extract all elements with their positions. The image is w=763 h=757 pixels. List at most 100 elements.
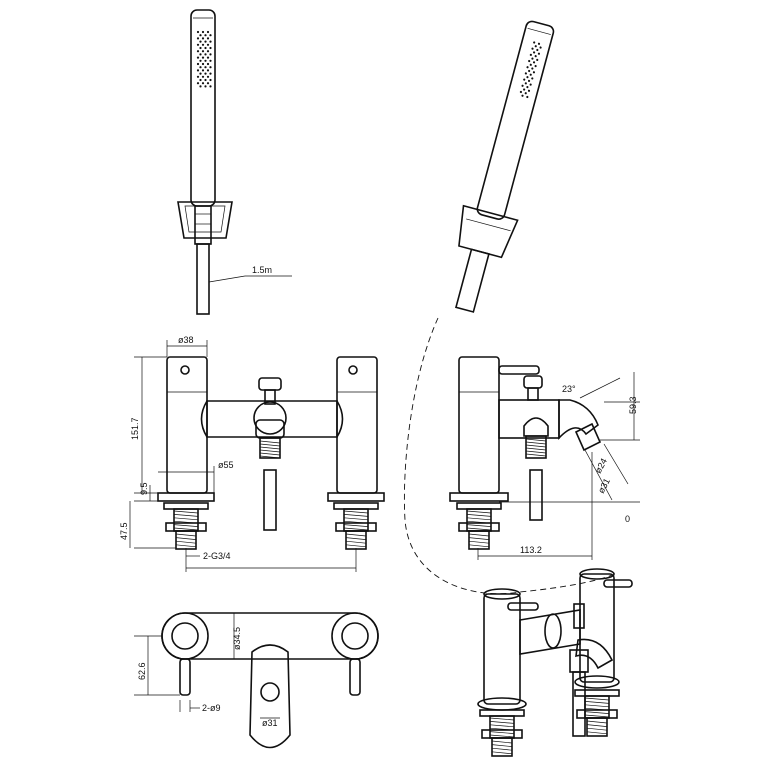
nut	[458, 522, 500, 532]
spray-dot	[206, 30, 210, 34]
spray-dot	[531, 57, 534, 60]
spray-dot	[196, 62, 200, 66]
thread-line	[586, 731, 608, 735]
spout-height-label: 59.3	[628, 396, 638, 414]
base-dia-label: ø55	[218, 460, 234, 470]
spray-dot	[529, 73, 532, 76]
tail-height-label: 47.5	[119, 522, 129, 540]
washer	[333, 502, 379, 510]
spray-dot	[196, 50, 200, 53]
spray-dot	[209, 34, 212, 37]
thread-line	[343, 524, 369, 527]
spray-dot	[529, 83, 532, 86]
spray-dot	[209, 66, 212, 69]
thread-line	[259, 440, 281, 444]
spray-dot	[524, 92, 527, 95]
spray-dot	[204, 66, 207, 69]
thread-line	[259, 449, 281, 453]
spray-dot	[528, 59, 531, 63]
hose-route	[403, 317, 613, 595]
spray-dot	[209, 40, 212, 43]
spray-dot	[199, 66, 202, 69]
thread-line	[468, 544, 490, 548]
spray-dot	[206, 69, 210, 72]
thread-line	[259, 455, 281, 459]
thread-line	[259, 446, 281, 450]
spray-dot	[209, 85, 212, 88]
thread-line	[525, 441, 547, 445]
spray-dot	[209, 72, 212, 75]
thread-line	[175, 533, 197, 537]
spray-dot	[196, 43, 200, 46]
spray-dot	[526, 95, 529, 99]
tail-pipe	[491, 737, 513, 757]
thread-line	[586, 720, 608, 724]
spray-dot	[201, 82, 205, 85]
spray-dot	[527, 89, 531, 92]
spray-dot	[206, 56, 210, 59]
spray-dot	[534, 64, 537, 68]
spray-dot	[199, 59, 202, 62]
thread-line	[491, 740, 513, 744]
spray-dot	[206, 37, 210, 40]
spout-angle-label: 23°	[562, 384, 576, 394]
spray-dot	[532, 61, 536, 64]
thread-line	[525, 447, 547, 451]
zero-label: 0	[625, 514, 630, 524]
spray-dot	[199, 85, 202, 88]
spray-dot	[196, 69, 200, 72]
perspective-view	[477, 568, 633, 757]
spray-dot	[519, 90, 523, 94]
thread-line	[468, 537, 490, 540]
thread-line	[345, 537, 367, 540]
spray-dot	[201, 75, 205, 78]
spray-dot	[536, 58, 539, 61]
thread-line	[175, 537, 197, 540]
spray-dot	[526, 66, 529, 69]
spray-dot	[204, 53, 207, 56]
spray-dot	[531, 67, 534, 70]
thread-line	[175, 540, 197, 544]
washer	[163, 502, 209, 510]
spray-dot	[201, 43, 205, 46]
spray-dot	[523, 88, 526, 91]
spray-dot	[204, 78, 207, 82]
thread-line	[345, 544, 367, 548]
washer	[456, 502, 502, 510]
spray-dot	[209, 46, 212, 50]
thread-line	[173, 524, 199, 527]
handle-dia-label: 2-ø9	[202, 703, 221, 713]
thread-line	[584, 701, 610, 704]
thread-line	[175, 544, 197, 548]
spray-dot	[206, 50, 210, 53]
spray-dot	[528, 69, 531, 73]
nut	[165, 522, 207, 532]
tail-pipe	[586, 717, 608, 737]
spray-dot	[534, 45, 537, 48]
washer	[479, 709, 525, 717]
spray-dot	[199, 78, 202, 82]
spray-dot	[529, 63, 532, 66]
thread-line	[489, 734, 515, 738]
spray-dot	[537, 52, 541, 55]
side-elevation: 23° 59.3 ø24 ø31 0 113.2	[449, 356, 640, 560]
thread-line	[343, 510, 369, 514]
spray-dot	[199, 34, 202, 37]
thread-label: 2-G3/4	[203, 551, 231, 561]
spout-dia-label: ø31	[596, 477, 612, 495]
spray-dot	[196, 82, 200, 85]
thread-line	[466, 514, 492, 517]
thread-line	[173, 527, 199, 531]
thread-line	[259, 452, 281, 456]
thread-line	[343, 517, 369, 521]
spray-dot	[209, 59, 212, 62]
thread-line	[466, 510, 492, 514]
spray-dot	[539, 46, 542, 49]
nut	[576, 709, 618, 719]
spray-dot	[532, 71, 536, 74]
thread-line	[259, 443, 281, 447]
thread-line	[489, 717, 515, 721]
thread-line	[586, 724, 608, 727]
plan-view: ø34.5 62.6 2-ø9 ø31	[134, 612, 379, 749]
spray-dot	[201, 37, 205, 40]
